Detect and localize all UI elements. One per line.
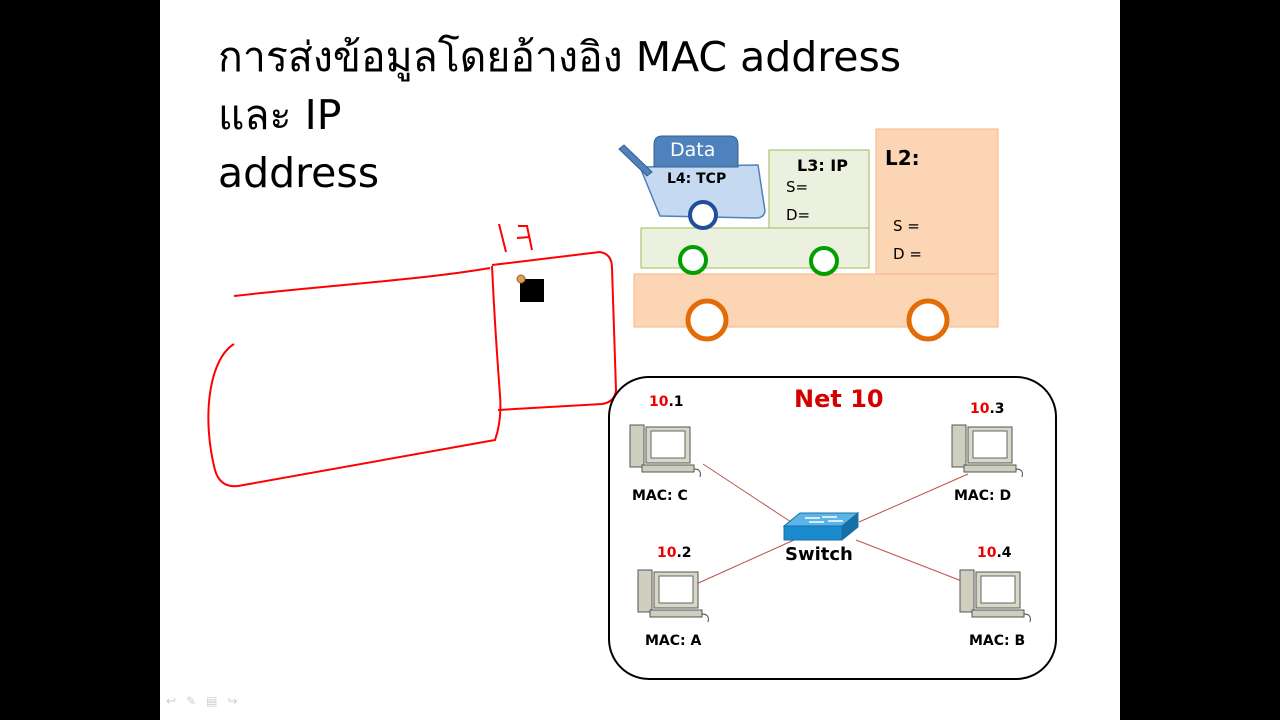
l2-destination: D = [893,245,922,263]
slideshow-nav: ↩ ✎ ▤ ↪ [166,694,238,708]
l3-source: S= [786,178,809,196]
link-host-2 [693,539,795,586]
computer-icon [637,569,709,623]
host-mac-2: MAC: A [645,633,702,649]
l3-destination: D= [786,206,811,224]
host-ip-1: 10.1 [649,394,684,410]
ink-left-box [207,265,502,488]
l3-wheel-right [809,246,839,276]
pen-cursor-block [520,279,544,302]
l4-label: L4: TCP [667,171,727,187]
arrow-right-icon[interactable]: ↪ [227,694,238,708]
data-label: Data [670,139,716,161]
l2-wheel-left [685,298,729,342]
menu-icon[interactable]: ▤ [206,694,218,708]
link-host-3 [858,473,969,523]
l2-label: L2: [885,146,920,170]
l4-wheel [688,200,718,230]
host-ip-4: 10.4 [977,545,1012,561]
link-host-4 [855,539,973,586]
host-mac-1: MAC: C [632,488,688,504]
l2-source: S = [893,217,920,235]
packet-truck-diagram [207,128,1057,680]
host-ip-3: 10.3 [970,401,1005,417]
host-mac-3: MAC: D [954,488,1012,504]
title-line-2: address [218,149,380,197]
l4-hose [618,144,653,177]
pen-icon[interactable]: ✎ [186,694,197,708]
host-ip-2: 10.2 [657,545,692,561]
data-box [653,135,739,168]
l4-tcp-body [638,164,766,219]
network-title: Net 10 [794,385,884,413]
l3-label: L3: IP [797,156,848,175]
computer-icon [951,424,1023,478]
slide: การส่งข้อมูลโดยอ้างอิง MAC address และ I… [160,0,1120,720]
switch-icon [782,511,860,542]
link-host-1 [702,463,792,523]
ink-stroke-top [233,267,491,297]
computer-icon [959,569,1031,623]
title-line-1: การส่งข้อมูลโดยอ้างอิง MAC address และ I… [218,33,902,139]
ink-right-box [491,250,618,411]
host-mac-4: MAC: B [969,633,1026,649]
computer-icon [629,424,701,478]
arrow-left-icon[interactable]: ↩ [166,694,177,708]
slide-title: การส่งข้อมูลโดยอ้างอิง MAC address และ I… [218,28,978,202]
l3-wheel-left [678,245,708,275]
switch-label: Switch [785,544,853,565]
l2-wheel-right [906,298,950,342]
ink-annotation-glyph [498,223,533,253]
pen-cursor-dot-icon [516,274,526,284]
l2-header-box [875,128,999,275]
